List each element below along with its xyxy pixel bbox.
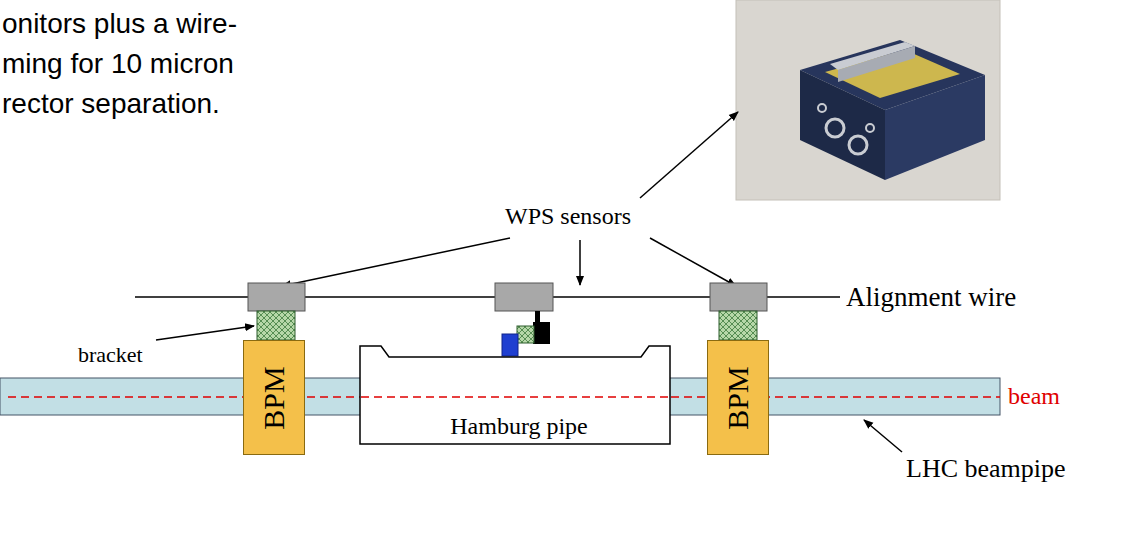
bpm-box: BPM (243, 340, 305, 455)
part-name: bracket (78, 342, 143, 368)
sensor-photo (736, 0, 1000, 200)
node-label: BPM (257, 366, 291, 429)
wps-sensor (710, 283, 767, 311)
hamburg-pipe: Hamburg pipe (359, 345, 679, 445)
bracket-symbol (719, 311, 757, 340)
beam-line (8, 396, 1000, 398)
part-name: LHC beampipe (906, 454, 1066, 484)
node-label: BPM (721, 366, 755, 429)
wps-sensor (248, 283, 305, 311)
bracket-symbol (517, 326, 534, 343)
bracket-symbol (257, 311, 295, 340)
caption-text: onitors plus a wire- ming for 10 micron … (2, 4, 302, 124)
sensor-mount (533, 322, 550, 344)
target-block (502, 334, 518, 356)
signal-name: beam (1008, 383, 1060, 410)
node-label: Hamburg pipe (359, 413, 679, 439)
wps-sensor (495, 283, 553, 311)
bpm-box: BPM (707, 340, 769, 455)
part-name: Alignment wire (846, 282, 1016, 313)
part-name: WPS sensors (505, 203, 631, 230)
